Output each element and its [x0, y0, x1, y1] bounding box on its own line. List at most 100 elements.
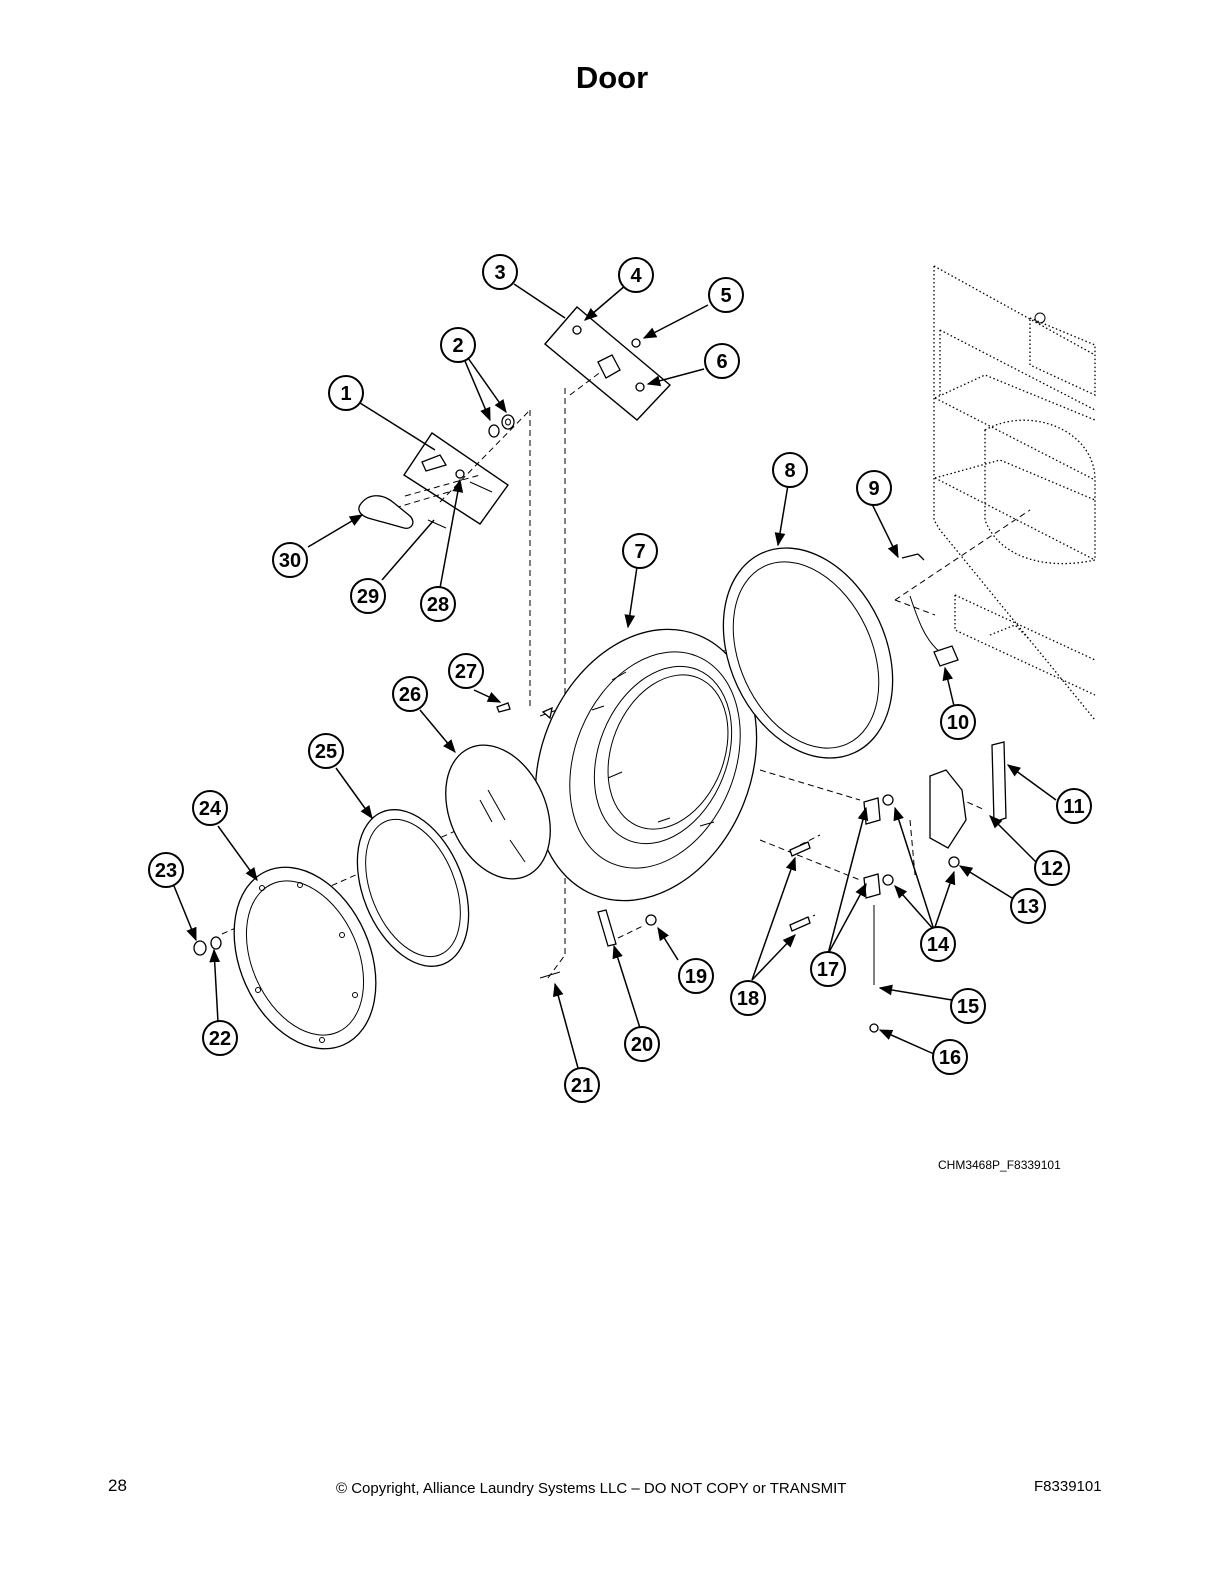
callout-number: 2: [452, 335, 463, 357]
callout-11: 11: [1056, 788, 1092, 824]
small-hardware: [193, 553, 959, 979]
callout-number: 23: [155, 860, 177, 882]
callout-5: 5: [708, 277, 744, 313]
callout-circle: [1034, 850, 1070, 886]
callout-number: 20: [631, 1034, 653, 1056]
callout-number: 16: [939, 1047, 961, 1069]
callout-circle: [308, 733, 344, 769]
callout-2: 2: [440, 327, 476, 363]
callout-circle: [482, 254, 518, 290]
callout-number: 4: [630, 265, 642, 287]
figure-code: CHM3468P_F8339101: [938, 1158, 1061, 1172]
callout-number: 1: [340, 383, 351, 405]
callout-28: 28: [420, 586, 456, 622]
callout-number: 18: [737, 988, 759, 1010]
callout-circle: [932, 1039, 968, 1075]
callout-number: 15: [957, 996, 979, 1018]
page-title: Door: [575, 60, 649, 95]
callout-circle: [272, 542, 308, 578]
callout-circle: [440, 327, 476, 363]
callout-circle: [772, 452, 808, 488]
callout-leaders: [173, 283, 1057, 1069]
callout-16: 16: [932, 1039, 968, 1075]
callout-9: 9: [856, 470, 892, 506]
callout-1: 1: [328, 375, 364, 411]
hinge-parts: [863, 741, 1007, 1033]
callout-circle: [1056, 788, 1092, 824]
callout-circle: [420, 586, 456, 622]
callout-3: 3: [482, 254, 518, 290]
copyright-notice: © Copyright, Alliance Laundry Systems LL…: [336, 1480, 847, 1497]
callout-29: 29: [350, 578, 386, 614]
machine-cabinet-outline: [933, 265, 1096, 721]
callout-circle: [950, 988, 986, 1024]
callout-number: 7: [634, 541, 645, 563]
callout-circle: [564, 1067, 600, 1103]
callout-number: 25: [315, 741, 337, 763]
door-glass: [445, 744, 551, 880]
callout-number: 21: [571, 1075, 593, 1097]
callout-number: 3: [494, 262, 505, 284]
callout-6: 6: [704, 343, 740, 379]
callout-circle: [392, 676, 428, 712]
callout-number: 14: [927, 934, 950, 956]
hinge-hardware-box: [544, 306, 672, 421]
handle-hardware-box: [403, 432, 509, 525]
callout-18: 18: [730, 980, 766, 1016]
callout-10: 10: [940, 704, 976, 740]
callout-number: 27: [455, 661, 477, 683]
callout-25: 25: [308, 733, 344, 769]
callout-13: 13: [1010, 888, 1046, 924]
callout-circle: [618, 257, 654, 293]
callout-number: 11: [1063, 796, 1084, 818]
callout-17: 17: [810, 951, 846, 987]
callout-26: 26: [392, 676, 428, 712]
callout-circle: [810, 951, 846, 987]
callout-22: 22: [202, 1020, 238, 1056]
callout-27: 27: [448, 653, 484, 689]
callout-number: 19: [685, 966, 707, 988]
callout-circle: [920, 926, 956, 962]
door-frame: [534, 628, 758, 902]
callout-circle: [148, 852, 184, 888]
callout-30: 30: [272, 542, 308, 578]
callout-number: 28: [427, 594, 449, 616]
callout-number: 13: [1017, 896, 1039, 918]
callout-circle: [350, 578, 386, 614]
callout-circle: [1010, 888, 1046, 924]
callout-circle: [940, 704, 976, 740]
callout-number: 6: [716, 351, 727, 373]
callout-24: 24: [192, 790, 228, 826]
door-gasket: [722, 547, 894, 759]
callout-8: 8: [772, 452, 808, 488]
callout-19: 19: [678, 958, 714, 994]
callout-circle: [448, 653, 484, 689]
callout-number: 17: [817, 959, 839, 981]
callout-circle: [678, 958, 714, 994]
callout-21: 21: [564, 1067, 600, 1103]
callout-number: 9: [868, 478, 879, 500]
glass-seal: [356, 809, 470, 967]
callout-number: 22: [209, 1028, 231, 1050]
callout-7: 7: [622, 533, 658, 569]
callout-number: 24: [199, 798, 222, 820]
callout-12: 12: [1034, 850, 1070, 886]
callout-circle: [202, 1020, 238, 1056]
callout-circle: [328, 375, 364, 411]
callout-20: 20: [624, 1026, 660, 1062]
callout-circle: [856, 470, 892, 506]
callout-number: 12: [1041, 858, 1063, 880]
callout-number: 30: [279, 550, 301, 572]
door-handle: [358, 495, 447, 529]
callout-number: 29: [357, 586, 379, 608]
callout-number: 26: [399, 684, 421, 706]
callout-circle: [704, 343, 740, 379]
washers: [488, 414, 515, 438]
callout-circle: [708, 277, 744, 313]
callout-circle: [622, 533, 658, 569]
callout-number: 10: [947, 712, 969, 734]
callout-number: 5: [720, 285, 731, 307]
callout-23: 23: [148, 852, 184, 888]
